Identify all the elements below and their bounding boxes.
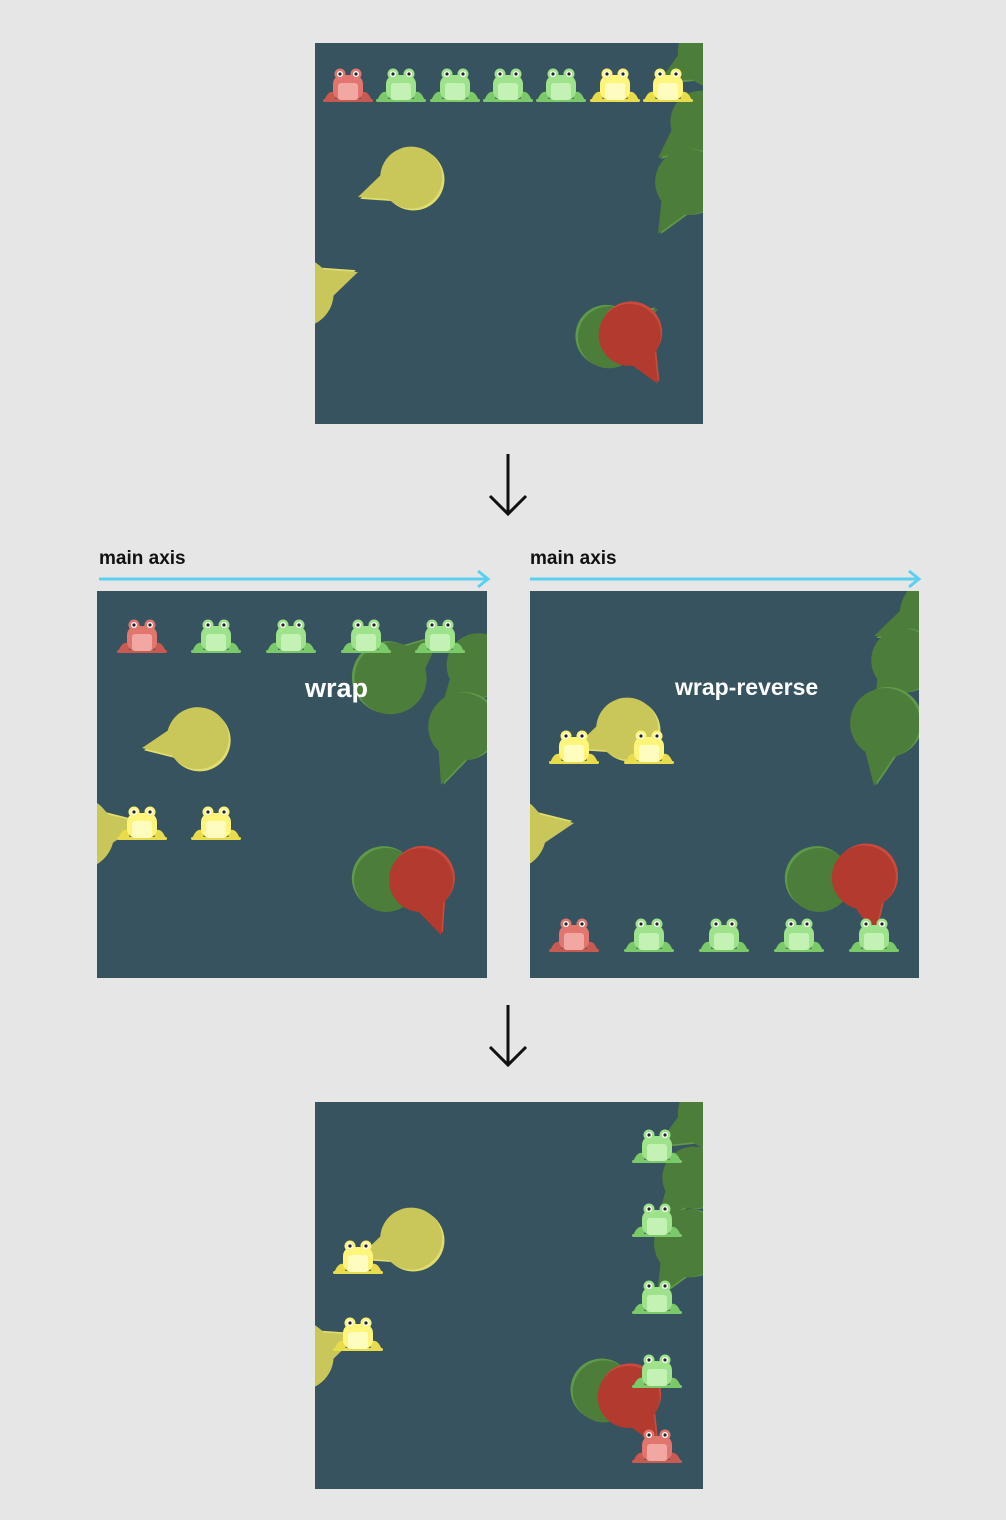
main-axis-label: main axis (530, 548, 617, 569)
lilypad-red-icon (831, 843, 899, 935)
wrap-label: wrap (305, 673, 369, 703)
pond-canvas-wrap (97, 619, 487, 935)
lilypad-green-icon (657, 1102, 703, 1151)
frog-green-icon (415, 619, 465, 653)
lilypad-yellow-icon (530, 796, 574, 870)
pond-canvas-wrap-reverse (530, 591, 919, 952)
lilypad-yellow-icon (358, 1207, 445, 1272)
lilypad-yellow-icon (358, 146, 445, 211)
main-axis-label: main axis (99, 548, 186, 569)
frog-green-icon (849, 918, 899, 952)
frog-yellow-icon (590, 68, 640, 102)
wrap-reverse-label: wrap-reverse (675, 674, 819, 700)
frog-green-icon (774, 918, 824, 952)
frog-yellow-icon (117, 806, 167, 840)
lilypad-red-icon (389, 845, 455, 935)
lilypad-red-icon (598, 301, 663, 384)
lilypad-green-icon (655, 148, 703, 234)
frog-green-icon (341, 619, 391, 653)
frog-green-icon (624, 918, 674, 952)
frog-green-icon (632, 1203, 682, 1237)
frog-green-icon (483, 68, 533, 102)
frog-green-icon (430, 68, 480, 102)
pond-panel-final (315, 1102, 703, 1489)
lilypad-yellow-icon (315, 1320, 358, 1391)
frog-red-icon (549, 918, 599, 952)
down-arrow-icon (488, 1005, 528, 1068)
pond-panel-wrap: wrap (97, 591, 487, 978)
lilypad-green-icon (657, 1146, 703, 1222)
frog-green-icon (632, 1129, 682, 1163)
down-arrow-icon (488, 454, 528, 517)
frog-yellow-icon (624, 730, 674, 764)
frog-green-icon (632, 1280, 682, 1314)
frog-yellow-icon (549, 730, 599, 764)
frog-green-icon (266, 619, 316, 653)
pond-panel-initial (315, 43, 703, 424)
lilypad-green-icon (658, 43, 703, 88)
pond-canvas-initial (315, 43, 703, 384)
lilypad-green-icon (658, 90, 703, 159)
lilypad-green-icon (428, 692, 487, 785)
frog-yellow-icon (333, 1317, 383, 1351)
frog-yellow-icon (333, 1240, 383, 1274)
frog-yellow-icon (643, 68, 693, 102)
frog-green-icon (536, 68, 586, 102)
frog-green-icon (376, 68, 426, 102)
lilypad-green-icon (351, 635, 441, 715)
lilypad-green-icon (850, 687, 919, 786)
frog-red-icon (117, 619, 167, 653)
frog-green-icon (699, 918, 749, 952)
pond-canvas-final (315, 1102, 703, 1463)
frog-green-icon (632, 1354, 682, 1388)
frog-yellow-icon (191, 806, 241, 840)
lilypad-yellow-icon (142, 707, 231, 772)
frog-green-icon (191, 619, 241, 653)
frog-red-icon (632, 1429, 682, 1463)
main-axis-arrow-icon (99, 570, 491, 589)
lilypad-yellow-icon (315, 257, 358, 328)
main-axis-arrow-icon (530, 570, 922, 589)
frog-red-icon (323, 68, 373, 102)
pond-panel-wrap-reverse: wrap-reverse (530, 591, 919, 978)
